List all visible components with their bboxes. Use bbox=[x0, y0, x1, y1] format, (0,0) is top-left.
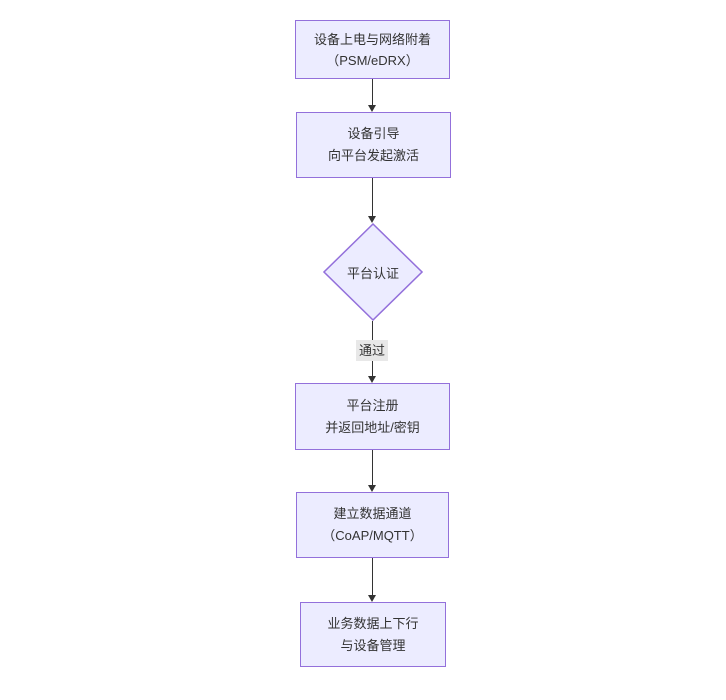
arrowhead-icon bbox=[368, 485, 376, 492]
arrowhead-icon bbox=[368, 105, 376, 112]
arrowhead-icon bbox=[368, 595, 376, 602]
node-business-mgmt-line1: 业务数据上下行 bbox=[327, 615, 419, 631]
node-bootstrap-activate: 设备引导 向平台发起激活 bbox=[296, 112, 451, 178]
node-data-channel: 建立数据通道 （CoAP/MQTT） bbox=[296, 492, 449, 558]
node-business-mgmt-line2: 与设备管理 bbox=[340, 637, 406, 653]
edge-label-pass: 通过 bbox=[355, 340, 389, 361]
node-platform-auth: 平台认证 bbox=[323, 223, 423, 321]
edge-line-1 bbox=[372, 79, 373, 106]
edge-line-4 bbox=[372, 450, 373, 486]
node-power-attach: 设备上电与网络附着 （PSM/eDRX） bbox=[295, 20, 450, 79]
node-platform-auth-label: 平台认证 bbox=[346, 265, 399, 281]
arrowhead-icon bbox=[368, 216, 376, 223]
node-power-attach-line1: 设备上电与网络附着 bbox=[313, 31, 431, 47]
node-platform-register: 平台注册 并返回地址/密钥 bbox=[295, 383, 450, 450]
node-platform-register-line1: 平台注册 bbox=[346, 397, 399, 413]
node-data-channel-line2: （CoAP/MQTT） bbox=[322, 528, 423, 543]
node-bootstrap-activate-line1: 设备引导 bbox=[347, 126, 400, 141]
diamond-shape-icon bbox=[323, 223, 423, 321]
arrowhead-icon bbox=[368, 376, 376, 383]
node-data-channel-line1: 建立数据通道 bbox=[333, 506, 412, 521]
node-platform-register-line2: 并返回地址/密钥 bbox=[325, 419, 420, 435]
node-business-mgmt: 业务数据上下行 与设备管理 bbox=[300, 602, 446, 667]
edge-line-2 bbox=[372, 178, 373, 217]
node-bootstrap-activate-line2: 向平台发起激活 bbox=[327, 148, 419, 163]
edge-line-5 bbox=[372, 558, 373, 596]
node-power-attach-line2: （PSM/eDRX） bbox=[326, 52, 419, 68]
